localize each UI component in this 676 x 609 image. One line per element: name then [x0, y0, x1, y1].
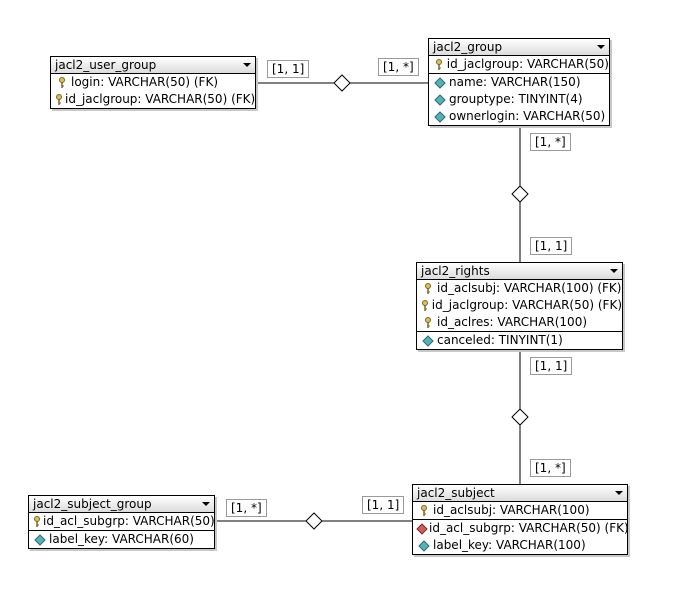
- cardinality-label: [1, *]: [226, 499, 267, 517]
- relation-diamond[interactable]: [305, 512, 323, 530]
- column-label: label_key: VARCHAR(60): [49, 532, 194, 546]
- column-icon: [33, 533, 47, 546]
- table-jacl2-group[interactable]: jacl2_group id_jaclgroup: VARCHAR(50) na…: [428, 38, 610, 126]
- column-row[interactable]: id_aclres: VARCHAR(100): [417, 314, 622, 331]
- column-row[interactable]: id_acl_subgrp: VARCHAR(50) (FK): [413, 520, 629, 537]
- relation-subject-group-to-subject: [214, 512, 412, 530]
- key-icon: [433, 58, 445, 71]
- cardinality-label: [1, 1]: [267, 60, 310, 78]
- cardinality-label: [1, 1]: [362, 496, 405, 514]
- cardinality-label: [1, *]: [530, 459, 571, 477]
- column-label: name: VARCHAR(150): [449, 75, 581, 89]
- column-icon: [433, 76, 447, 89]
- divider: [429, 73, 609, 74]
- relation-rights-to-subject: [511, 350, 529, 484]
- column-label: id_aclsubj: VARCHAR(100) (FK): [437, 281, 622, 295]
- column-label: label_key: VARCHAR(100): [433, 538, 586, 552]
- dropdown-arrow-icon[interactable]: [597, 45, 605, 49]
- dropdown-arrow-icon[interactable]: [610, 269, 618, 273]
- key-icon: [33, 515, 41, 528]
- column-row[interactable]: grouptype: TINYINT(4): [429, 91, 609, 108]
- cardinality-label: [1, 1]: [530, 357, 573, 375]
- table-title: jacl2_rights: [421, 264, 490, 278]
- column-row[interactable]: label_key: VARCHAR(100): [413, 537, 627, 554]
- column-label: id_jaclgroup: VARCHAR(50): [446, 57, 609, 71]
- column-row[interactable]: canceled: TINYINT(1): [417, 332, 622, 349]
- column-row[interactable]: id_acl_subgrp: VARCHAR(50): [29, 513, 215, 530]
- column-label: id_jaclgroup: VARCHAR(50) (FK): [431, 298, 622, 312]
- column-icon: [417, 539, 431, 552]
- table-jacl2-subject[interactable]: jacl2_subject id_aclsubj: VARCHAR(100) i…: [412, 484, 629, 555]
- key-icon: [421, 299, 430, 312]
- key-icon: [55, 93, 63, 106]
- relation-diamond[interactable]: [511, 185, 529, 203]
- column-icon: [433, 93, 447, 106]
- column-row[interactable]: id_jaclgroup: VARCHAR(50) (FK): [51, 91, 255, 108]
- table-title: jacl2_group: [433, 40, 503, 54]
- relation-diamond[interactable]: [333, 74, 351, 92]
- column-row[interactable]: id_aclsubj: VARCHAR(100) (FK): [417, 280, 622, 297]
- column-label: id_acl_subgrp: VARCHAR(50): [43, 514, 215, 528]
- table-header[interactable]: jacl2_subject: [413, 485, 627, 502]
- table-title: jacl2_subject: [417, 486, 495, 500]
- cardinality-label: [1, 1]: [530, 237, 573, 255]
- column-row[interactable]: name: VARCHAR(150): [429, 74, 609, 91]
- cardinality-label: [1, *]: [530, 133, 571, 151]
- fk-column-icon: [416, 522, 428, 535]
- column-label: id_aclsubj: VARCHAR(100): [433, 503, 590, 517]
- column-label: id_jaclgroup: VARCHAR(50) (FK): [65, 92, 256, 106]
- divider: [417, 331, 622, 332]
- table-jacl2-rights[interactable]: jacl2_rights id_aclsubj: VARCHAR(100) (F…: [416, 262, 623, 350]
- table-title: jacl2_user_group: [55, 58, 157, 72]
- column-row[interactable]: ownerlogin: VARCHAR(50): [429, 108, 609, 125]
- divider: [29, 530, 214, 531]
- table-header[interactable]: jacl2_group: [429, 39, 609, 56]
- table-jacl2-user-group[interactable]: jacl2_user_group login: VARCHAR(50) (FK)…: [50, 56, 256, 109]
- relation-diamond[interactable]: [511, 408, 529, 426]
- table-header[interactable]: jacl2_rights: [417, 263, 622, 280]
- table-title: jacl2_subject_group: [33, 497, 152, 511]
- column-icon: [421, 334, 435, 347]
- cardinality-label: [1, *]: [378, 58, 419, 76]
- column-icon: [433, 110, 447, 123]
- dropdown-arrow-icon[interactable]: [615, 491, 623, 495]
- column-row[interactable]: id_jaclgroup: VARCHAR(50) (FK): [417, 297, 622, 314]
- key-icon: [55, 76, 69, 89]
- key-icon: [417, 504, 431, 517]
- column-label: login: VARCHAR(50) (FK): [71, 75, 219, 89]
- divider: [413, 519, 627, 520]
- column-label: grouptype: TINYINT(4): [449, 92, 583, 106]
- column-label: canceled: TINYINT(1): [437, 333, 563, 347]
- table-header[interactable]: jacl2_user_group: [51, 57, 255, 74]
- column-label: id_acl_subgrp: VARCHAR(50) (FK): [429, 521, 629, 535]
- table-header[interactable]: jacl2_subject_group: [29, 496, 214, 513]
- column-row[interactable]: login: VARCHAR(50) (FK): [51, 74, 255, 91]
- column-row[interactable]: label_key: VARCHAR(60): [29, 531, 214, 548]
- column-row[interactable]: id_aclsubj: VARCHAR(100): [413, 502, 627, 519]
- column-label: id_aclres: VARCHAR(100): [437, 315, 588, 329]
- relation-user-group-to-group: [254, 74, 428, 92]
- dropdown-arrow-icon[interactable]: [243, 63, 251, 67]
- key-icon: [421, 282, 435, 295]
- key-icon: [421, 316, 435, 329]
- column-label: ownerlogin: VARCHAR(50): [449, 109, 606, 123]
- column-row[interactable]: id_jaclgroup: VARCHAR(50): [429, 56, 609, 73]
- relation-group-to-rights: [511, 127, 529, 262]
- dropdown-arrow-icon[interactable]: [202, 502, 210, 506]
- table-jacl2-subject-group[interactable]: jacl2_subject_group id_acl_subgrp: VARCH…: [28, 495, 215, 549]
